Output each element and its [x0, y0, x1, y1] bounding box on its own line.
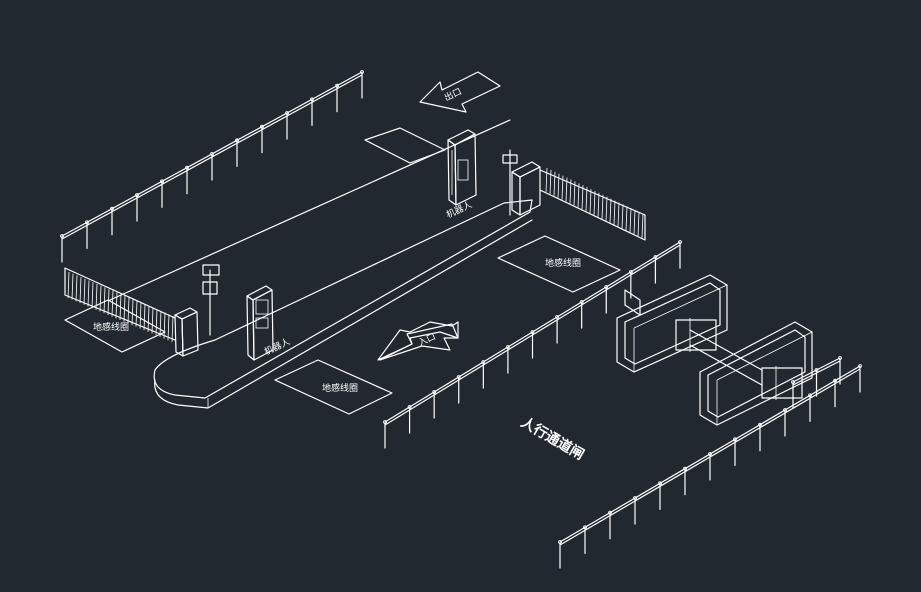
ground-loop-top-left [364, 127, 446, 164]
ticket-machine-top: 机器人 [444, 129, 477, 221]
loop-bottom-label: 地感线圈 [322, 382, 358, 394]
fence-lines [60, 70, 862, 569]
fence-top [60, 70, 364, 263]
machine-bottom-label: 机器人 [262, 335, 292, 357]
barrier-gate-top [502, 149, 646, 241]
barrier-arm-pickets [67, 167, 644, 343]
pickets-right [545, 167, 644, 239]
fence-right-stub [791, 356, 842, 409]
entry-arrow-label: 入口 [417, 331, 438, 349]
pedestrian-turnstile-1 [616, 274, 728, 373]
pedestrian-turnstile-2 [699, 321, 813, 426]
exit-arrow: 出口 [419, 71, 501, 113]
machine-top-label: 机器人 [444, 198, 474, 220]
loop-left-label: 地感线圈 [93, 321, 129, 333]
pickets-left [67, 271, 174, 343]
ground-loop-bottom: 地感线圈 [274, 359, 393, 415]
pedestrian-gate-label: 人行通道闸 [518, 414, 587, 464]
ground-loop-left: 地感线圈 [64, 299, 166, 353]
ground-loop-mid: 地感线圈 [497, 235, 621, 293]
fence-right-bottom [558, 364, 862, 569]
entry-arrow: 入口 [377, 321, 459, 361]
ticket-machine-bottom: 机器人 [246, 285, 292, 361]
turnstile-arms [624, 289, 763, 386]
central-island [153, 199, 533, 409]
loop-mid-label: 地感线圈 [545, 257, 581, 269]
fence-right-top [383, 240, 682, 449]
